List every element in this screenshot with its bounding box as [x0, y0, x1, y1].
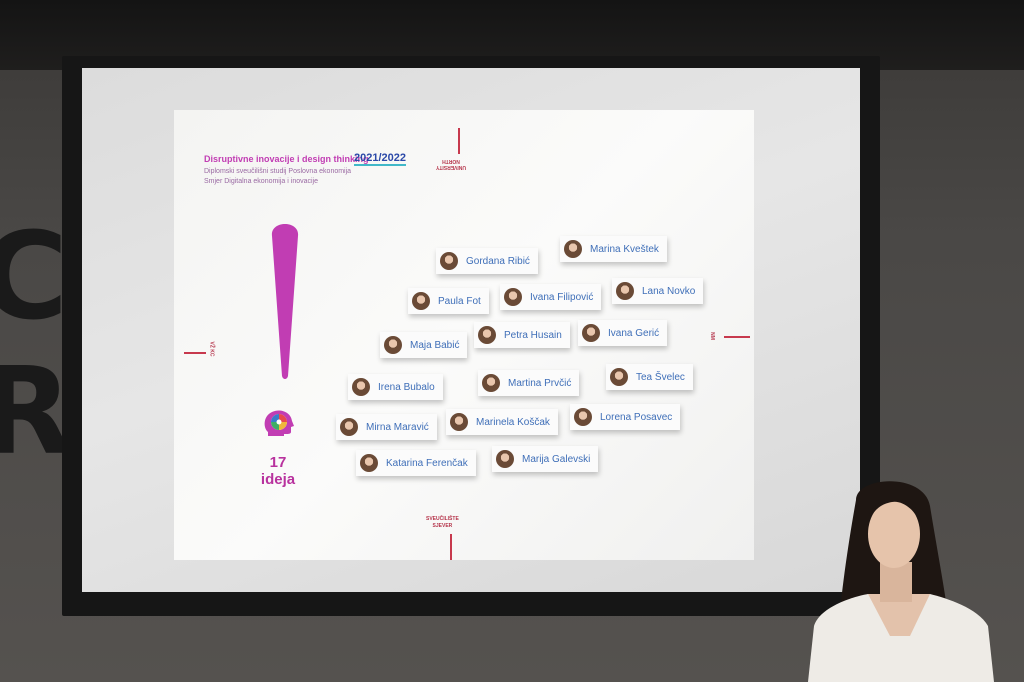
- avatar: [412, 292, 430, 310]
- participant-name: Ivana Gerić: [608, 327, 660, 339]
- logo-top-line-1: UNIVERSITY: [436, 164, 467, 170]
- participant-name: Ivana Filipović: [530, 291, 594, 303]
- frame-tick-left: [184, 352, 206, 354]
- participant-name: Lorena Posavec: [600, 411, 673, 423]
- participant-card: Irena Bubalo: [348, 374, 443, 400]
- participant-card: Ivana Filipović: [500, 284, 602, 310]
- avatar: [450, 413, 468, 431]
- participant-name: Marinela Koščak: [476, 416, 550, 428]
- participant-name: Petra Husain: [504, 329, 562, 341]
- slide-year: 2021/2022: [354, 152, 406, 166]
- university-logo-bottom: SVEUČILIŠTE SJEVER: [426, 516, 459, 530]
- participant-name: Marina Kveštek: [590, 243, 659, 255]
- ideas-counter: 17 ideja: [250, 454, 306, 488]
- wall-letters-line-2: R: [0, 343, 72, 482]
- slide-subtitle-2: Smjer Digitalna ekonomija i inovacije: [204, 178, 318, 185]
- slide-title: Disruptivne inovacije i design thinking: [204, 154, 369, 164]
- participant-card: Katarina Ferenčak: [356, 450, 476, 476]
- participant-card: Marina Kveštek: [560, 236, 667, 262]
- participant-name: Katarina Ferenčak: [386, 457, 468, 469]
- avatar: [440, 252, 458, 270]
- participant-card: Mirna Maravić: [336, 414, 437, 440]
- participant-card: Ivana Gerić: [578, 320, 668, 346]
- avatar: [610, 368, 628, 386]
- participant-name: Gordana Ribić: [466, 255, 530, 267]
- frame-tick-top: [458, 128, 460, 154]
- design-thinking-head-icon: [264, 410, 294, 436]
- participant-card: Marinela Koščak: [446, 409, 558, 435]
- participant-card: Gordana Ribić: [436, 248, 538, 274]
- participant-card: Paula Fot: [408, 288, 489, 314]
- participant-card: Tea Švelec: [606, 364, 693, 390]
- avatar: [482, 374, 500, 392]
- avatar: [384, 336, 402, 354]
- edge-label-left: VŽ KC: [208, 341, 215, 357]
- frame-tick-right: [724, 336, 750, 338]
- avatar: [574, 408, 592, 426]
- participant-name: Tea Švelec: [636, 371, 685, 383]
- participant-card: Lorena Posavec: [570, 404, 681, 430]
- frame-tick-bottom: [450, 534, 452, 560]
- logo-bottom-line-2: SJEVER: [432, 523, 453, 529]
- exclamation-icon: [271, 224, 299, 379]
- participant-name: Paula Fot: [438, 295, 481, 307]
- participant-name: Lana Novko: [642, 285, 696, 297]
- edge-label-right: NM: [708, 332, 715, 340]
- avatar: [564, 240, 582, 258]
- participant-name: Marija Galevski: [522, 453, 591, 465]
- avatar: [582, 324, 600, 342]
- ideas-count: 17: [269, 454, 287, 471]
- participant-card: Petra Husain: [474, 322, 570, 348]
- ideas-label: ideja: [260, 471, 296, 488]
- avatar: [616, 282, 634, 300]
- logo-bottom-line-1: SVEUČILIŠTE: [426, 516, 459, 522]
- participant-name: Mirna Maravić: [366, 421, 429, 433]
- participant-card: Marija Galevski: [492, 446, 599, 472]
- participant-name: Maja Babić: [410, 339, 460, 351]
- participant-name: Martina Prvčić: [508, 377, 572, 389]
- avatar: [360, 454, 378, 472]
- presenter-figure: [808, 481, 994, 682]
- avatar: [478, 326, 496, 344]
- participant-card: Martina Prvčić: [478, 370, 580, 396]
- avatar: [496, 450, 514, 468]
- avatar: [340, 418, 358, 436]
- participant-card: Maja Babić: [380, 332, 468, 358]
- presentation-slide: Disruptivne inovacije i design thinking …: [174, 110, 754, 560]
- university-logo-top: UNIVERSITY NORTH: [436, 158, 466, 170]
- slide-subtitle-1: Diplomski sveučilišni studij Poslovna ek…: [204, 168, 352, 175]
- participant-name: Irena Bubalo: [378, 381, 435, 393]
- participant-card: Lana Novko: [612, 278, 704, 304]
- avatar: [352, 378, 370, 396]
- avatar: [504, 288, 522, 306]
